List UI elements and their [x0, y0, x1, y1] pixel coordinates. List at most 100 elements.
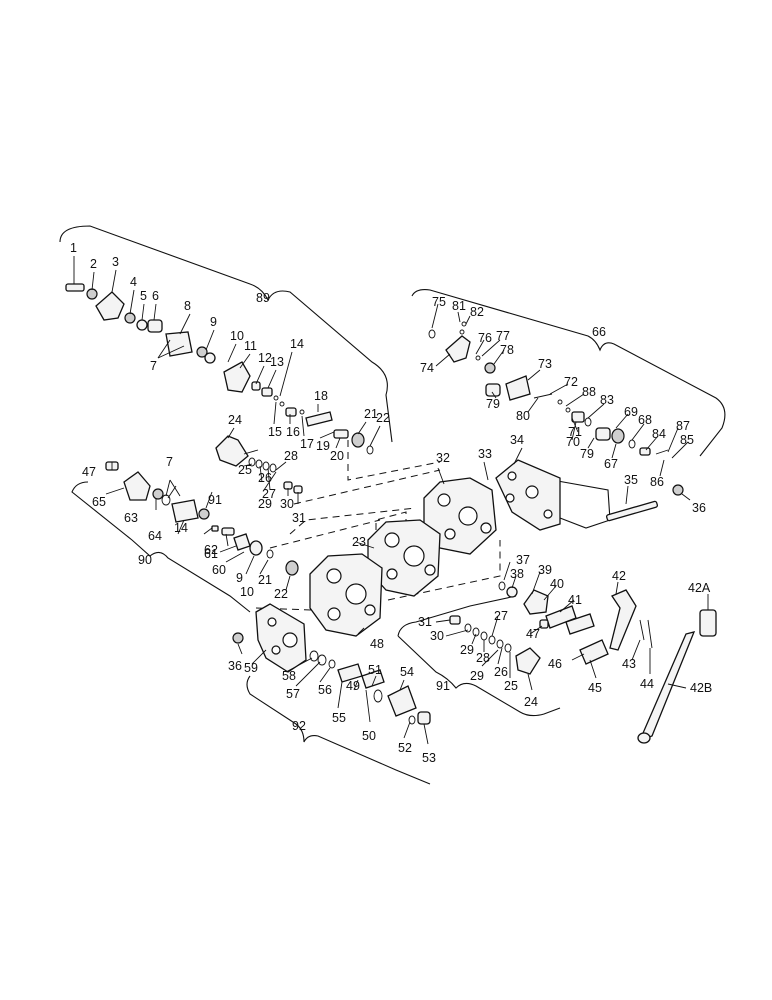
part-label-44: 44	[640, 677, 654, 691]
part-label-85: 85	[680, 433, 694, 447]
part-label-28: 28	[476, 651, 490, 665]
part-label-61: 61	[204, 547, 218, 561]
part-label-6: 6	[152, 289, 159, 303]
part-label-5: 5	[140, 289, 147, 303]
part-label-41: 41	[568, 593, 582, 607]
part-label-11: 11	[244, 339, 257, 353]
part-label-26: 26	[494, 665, 508, 679]
part-label-75: 75	[432, 295, 446, 309]
part-label-42a: 42A	[688, 581, 711, 595]
part-label-30: 30	[430, 629, 444, 643]
part-label-28: 28	[284, 449, 298, 463]
parts-group-90	[105, 461, 299, 576]
part-label-57: 57	[286, 687, 300, 701]
part-label-29: 29	[258, 497, 272, 511]
part-label-24: 24	[524, 695, 538, 709]
part-label-1: 1	[70, 241, 77, 255]
part-label-14: 14	[290, 337, 304, 351]
part-label-46: 46	[548, 657, 562, 671]
leader-lines	[73, 256, 709, 745]
part-label-31: 31	[292, 511, 306, 525]
bracket-35	[551, 479, 611, 529]
parts-group-89	[65, 283, 374, 455]
part-label-26: 26	[258, 471, 272, 485]
part-label-29: 29	[470, 669, 484, 683]
part-label-72: 72	[564, 375, 578, 389]
part-label-21: 21	[364, 407, 378, 421]
part-label-53: 53	[422, 751, 436, 765]
part-label-13: 13	[270, 355, 284, 369]
part-label-22: 22	[274, 587, 288, 601]
part-label-84: 84	[652, 427, 666, 441]
part-label-74: 74	[420, 361, 434, 375]
part-label-39: 39	[538, 563, 552, 577]
part-label-7: 7	[150, 359, 157, 373]
part-label-40: 40	[550, 577, 564, 591]
part-label-8: 8	[184, 299, 191, 313]
end-plate-59	[255, 603, 307, 673]
part-label-18: 18	[314, 389, 328, 403]
part-label-55: 55	[332, 711, 346, 725]
part-label-17: 17	[300, 437, 314, 451]
part-label-45: 45	[588, 681, 602, 695]
bracket-66	[411, 289, 726, 457]
part-label-82: 82	[470, 305, 484, 319]
part-label-70: 70	[566, 435, 580, 449]
part-label-24: 24	[228, 413, 242, 427]
part-label-69: 69	[624, 405, 638, 419]
part-label-67: 67	[604, 457, 618, 471]
part-label-43: 43	[622, 657, 636, 671]
part-label-48: 48	[370, 637, 384, 651]
part-label-12: 12	[258, 351, 272, 365]
part-label-58: 58	[282, 669, 296, 683]
part-label-63: 63	[124, 511, 138, 525]
part-label-68: 68	[638, 413, 652, 427]
bracket-92	[246, 675, 431, 785]
part-label-30: 30	[280, 497, 294, 511]
part-label-10: 10	[230, 329, 244, 343]
part-label-38: 38	[510, 567, 524, 581]
part-label-35: 35	[624, 473, 638, 487]
bracket-89	[59, 225, 393, 443]
part-label-15: 15	[268, 425, 282, 439]
part-label-16: 16	[286, 425, 300, 439]
part-label-37: 37	[516, 553, 530, 567]
parts-group-92	[232, 632, 431, 725]
part-label-36: 36	[228, 659, 242, 673]
part-label-79: 79	[486, 397, 500, 411]
part-label-87: 87	[676, 419, 690, 433]
part-label-31: 31	[418, 615, 432, 629]
part-label-47: 47	[526, 627, 540, 641]
part-label-42b: 42B	[690, 681, 712, 695]
part-label-20: 20	[330, 449, 344, 463]
part-label-36: 36	[692, 501, 706, 515]
part-label-60: 60	[212, 563, 226, 577]
part-label-66: 66	[592, 325, 606, 339]
part-label-47: 47	[82, 465, 96, 479]
part-label-25: 25	[238, 463, 252, 477]
spool-24-upper	[215, 435, 303, 494]
part-label-64: 64	[148, 529, 162, 543]
part-label-78: 78	[500, 343, 514, 357]
part-label-21: 21	[258, 573, 272, 587]
part-label-73: 73	[538, 357, 552, 371]
part-label-65: 65	[92, 495, 106, 509]
bracket-91	[397, 595, 561, 717]
part-label-23: 23	[352, 535, 366, 549]
part-label-90: 90	[138, 553, 152, 567]
part-label-83: 83	[600, 393, 614, 407]
part-label-49: 49	[346, 679, 360, 693]
part-label-91: 91	[436, 679, 450, 693]
part-label-33: 33	[478, 447, 492, 461]
part-label-89: 89	[256, 291, 270, 305]
part-label-80: 80	[516, 409, 530, 423]
part-label-29: 29	[460, 643, 474, 657]
part-label-27: 27	[262, 487, 276, 501]
part-label-81: 81	[452, 299, 466, 313]
group-brackets	[59, 225, 726, 785]
part-label-34: 34	[510, 433, 524, 447]
part-label-62: 62	[204, 543, 218, 557]
part-label-14: 14	[174, 521, 188, 535]
part-label-50: 50	[362, 729, 376, 743]
